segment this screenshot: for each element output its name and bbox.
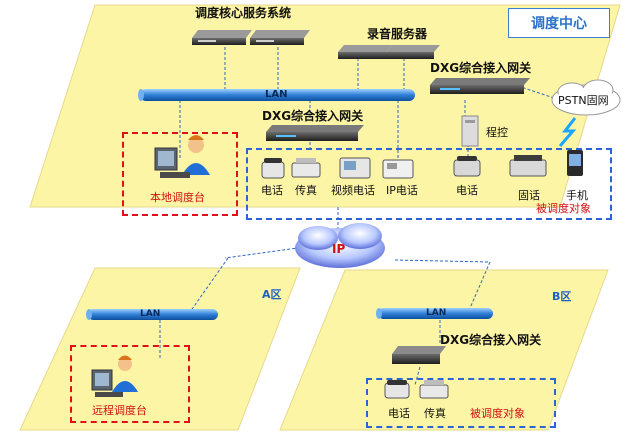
dispatch-core-server-1 bbox=[192, 30, 252, 45]
phone-icon-pbx bbox=[453, 156, 481, 177]
gateway-device-center bbox=[266, 125, 364, 141]
landline-label: 固话 bbox=[518, 189, 540, 202]
pstn-cloud bbox=[551, 79, 621, 116]
lan-label-center: LAN bbox=[265, 89, 288, 100]
fax-icon-center bbox=[291, 158, 321, 178]
lan-cylinder-center bbox=[138, 89, 415, 101]
dispatch-center-title: 调度中心 bbox=[508, 8, 610, 38]
landline-icon bbox=[509, 155, 547, 177]
area-a-platform bbox=[19, 267, 301, 431]
gateway-label-top: DXG综合接入网关 bbox=[430, 61, 532, 75]
area-a-label: A区 bbox=[262, 288, 282, 301]
wireless-signal-icon bbox=[558, 117, 577, 147]
fax-label-center: 传真 bbox=[295, 184, 317, 197]
local-console-label: 本地调度台 bbox=[150, 191, 205, 204]
video-phone-label: 视频电话 bbox=[331, 184, 375, 197]
ip-phone-label: IP电话 bbox=[386, 184, 418, 197]
dispatched-objects-label-area-b: 被调度对象 bbox=[470, 407, 525, 420]
video-phone-icon bbox=[339, 157, 371, 179]
lan-label-area-b: LAN bbox=[426, 308, 447, 318]
pstn-label: PSTN固网 bbox=[558, 94, 609, 107]
gateway-label-area-b: DXG综合接入网关 bbox=[440, 333, 542, 347]
ip-label: IP bbox=[332, 242, 346, 256]
remote-console-label: 远程调度台 bbox=[92, 404, 147, 417]
dispatched-objects-group-area-b bbox=[366, 378, 556, 428]
gateway-device-area-b bbox=[392, 346, 446, 364]
phone-label-area-b: 电话 bbox=[388, 407, 410, 420]
phone-label-pbx: 电话 bbox=[456, 184, 478, 197]
ip-phone-icon bbox=[382, 159, 414, 179]
area-b-label: B区 bbox=[552, 290, 572, 303]
phone-icon-center bbox=[261, 158, 285, 179]
local-console-group bbox=[122, 132, 238, 216]
phone-icon-area-b bbox=[384, 380, 410, 399]
phone-label-center: 电话 bbox=[261, 184, 283, 197]
mobile-phone-icon bbox=[567, 150, 583, 176]
remote-console-icon bbox=[91, 355, 138, 397]
pbx-tower bbox=[461, 115, 479, 147]
dispatch-core-server-label: 调度核心服务系统 bbox=[195, 6, 292, 20]
recording-server-1 bbox=[338, 45, 392, 59]
dispatched-objects-label-center: 被调度对象 bbox=[536, 202, 591, 215]
recording-server-label: 录音服务器 bbox=[367, 27, 428, 41]
gateway-device-top bbox=[430, 78, 530, 94]
local-console-icon bbox=[154, 135, 210, 178]
ip-cloud bbox=[295, 223, 385, 268]
dispatched-objects-group-center bbox=[246, 148, 612, 220]
fax-label-area-b: 传真 bbox=[424, 407, 446, 420]
lan-label-area-a: LAN bbox=[140, 309, 161, 319]
fax-icon-area-b bbox=[419, 380, 449, 399]
area-b-platform bbox=[279, 269, 609, 431]
dispatch-core-server-2 bbox=[250, 30, 310, 45]
lan-cylinder-area-b bbox=[376, 308, 493, 319]
pbx-label: 程控 bbox=[486, 126, 508, 139]
gateway-label-center: DXG综合接入网关 bbox=[262, 109, 364, 123]
remote-console-group bbox=[70, 345, 190, 423]
lan-cylinder-area-a bbox=[86, 309, 218, 320]
mobile-label: 手机 bbox=[566, 189, 588, 202]
recording-server-2 bbox=[386, 45, 440, 59]
